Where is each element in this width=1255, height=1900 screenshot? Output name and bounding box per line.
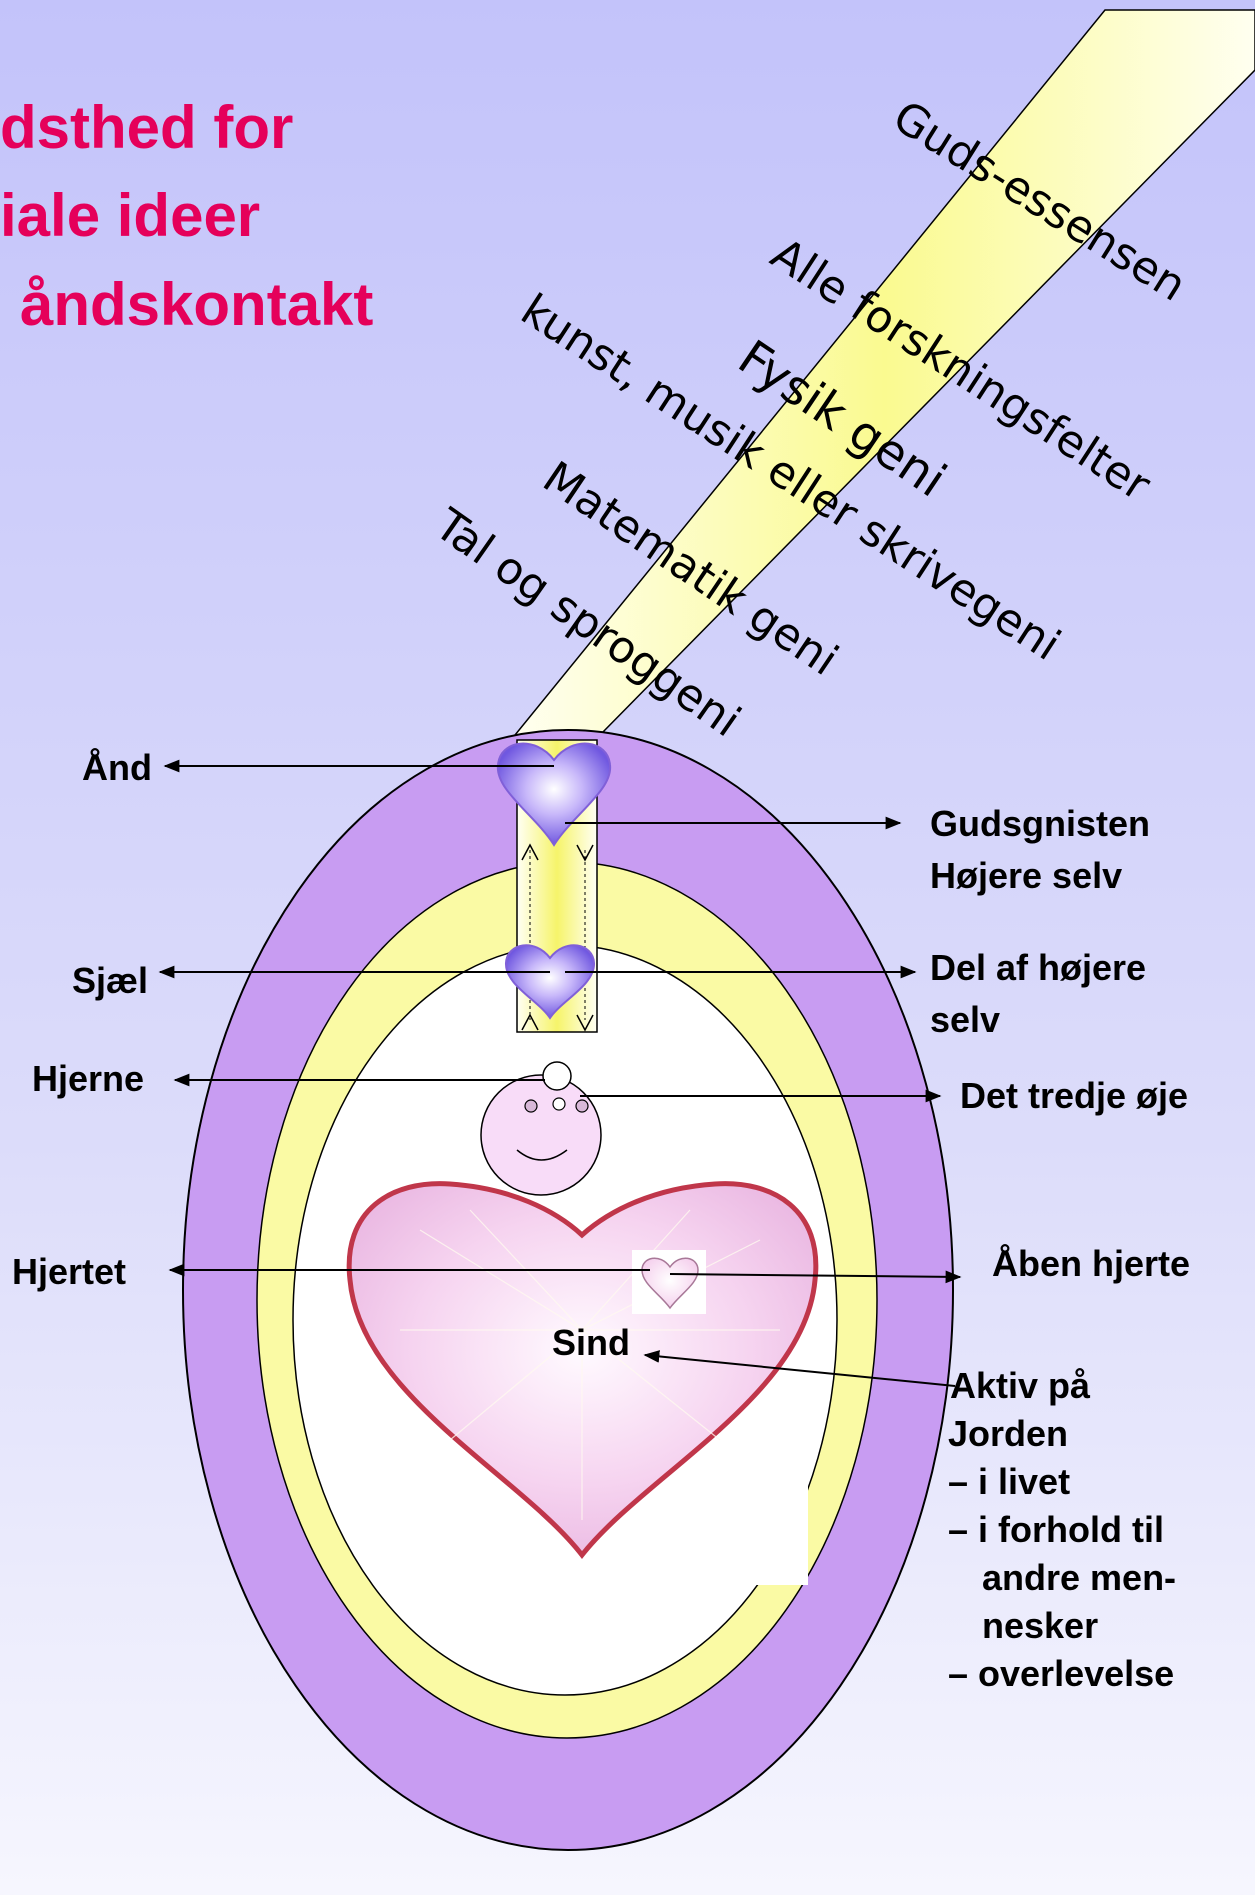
aktiv-line-5: andre men- [982,1557,1176,1598]
label-del-af-1: Del af højere [930,947,1146,988]
aktiv-line-4: – i forhold til [948,1509,1164,1550]
label-gudsgnisten: Gudsgnisten [930,803,1150,844]
aktiv-line-7: – overlevelse [948,1653,1174,1694]
left-eye-icon [525,1100,537,1112]
label-hoejere-selv: Højere selv [930,855,1122,896]
nose-icon [553,1098,565,1110]
head-icon [481,1075,601,1195]
right-eye-icon [576,1100,588,1112]
aktiv-line-1: Aktiv på [950,1365,1091,1406]
title-line-1: dsthed for [0,94,293,161]
title-line-2: iale ideer [0,182,260,249]
aktiv-line-3: – i livet [948,1461,1070,1502]
aktiv-line-2: Jorden [948,1413,1068,1454]
label-tredje-oeje: Det tredje øje [960,1075,1188,1116]
label-sind: Sind [552,1322,630,1363]
label-aand: Ånd [82,747,152,788]
label-hjertet: Hjertet [12,1251,126,1292]
label-aaben-hjerte: Åben hjerte [992,1243,1190,1284]
third-eye-icon [543,1062,571,1090]
label-del-af-2: selv [930,999,1000,1040]
title-line-3: åndskontakt [20,271,373,338]
aktiv-line-6: nesker [982,1605,1098,1646]
label-hjerne: Hjerne [32,1058,144,1099]
label-sjael: Sjæl [72,960,148,1001]
